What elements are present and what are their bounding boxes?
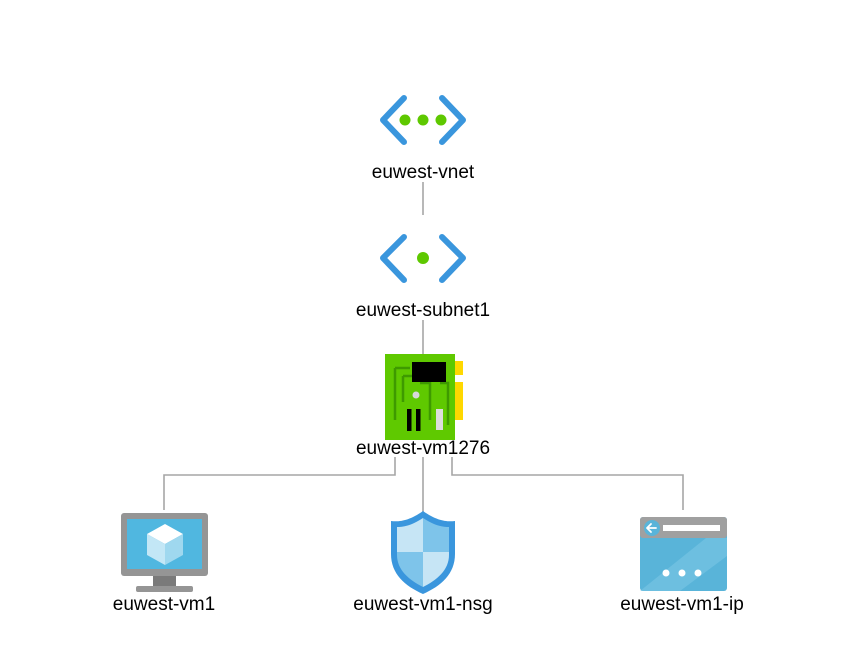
node-nic[interactable]: euwest-vm1276: [356, 354, 490, 459]
node-label-vm: euwest-vm1: [113, 594, 215, 615]
subnet-icon: [380, 234, 466, 283]
virtual-network-icon: [380, 95, 466, 145]
node-nsg[interactable]: euwest-vm1-nsg: [353, 511, 493, 615]
node-label-subnet: euwest-subnet1: [356, 300, 490, 321]
connector-nic-vm: [163, 457, 396, 510]
node-label-vnet: euwest-vnet: [372, 162, 475, 183]
public-ip-icon: [640, 517, 727, 591]
node-label-ip: euwest-vm1-ip: [620, 594, 744, 615]
connectors: [163, 182, 684, 512]
node-label-nic: euwest-vm1276: [356, 438, 490, 459]
virtual-machine-icon: [121, 513, 208, 592]
node-ip[interactable]: euwest-vm1-ip: [620, 517, 744, 615]
node-vm[interactable]: euwest-vm1: [113, 513, 215, 615]
node-label-nsg: euwest-vm1-nsg: [353, 594, 492, 615]
node-subnet[interactable]: euwest-subnet1: [356, 234, 490, 321]
connector-nic-ip: [451, 457, 684, 510]
node-vnet[interactable]: euwest-vnet: [372, 95, 475, 183]
network-security-group-icon: [391, 511, 455, 594]
network-interface-icon: [385, 354, 463, 440]
